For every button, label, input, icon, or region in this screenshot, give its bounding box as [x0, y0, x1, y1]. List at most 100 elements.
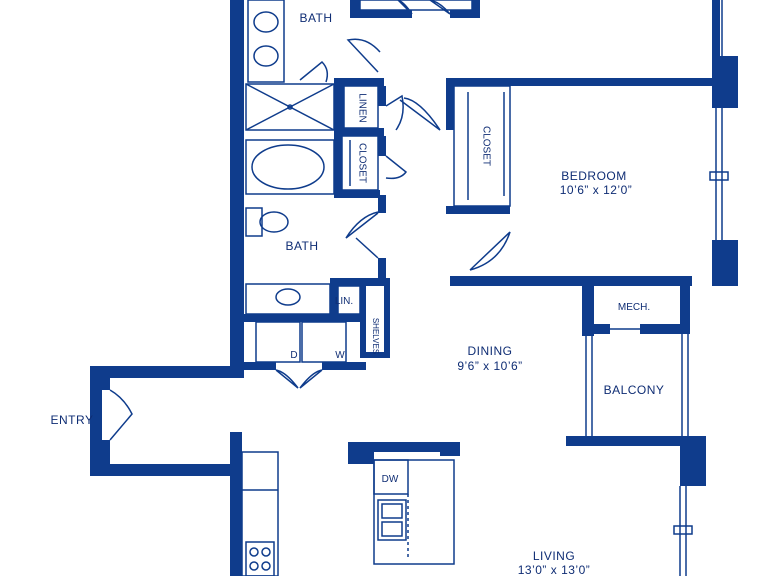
- wall-lin-top: [330, 278, 390, 286]
- wall-entry-jamb-top: [90, 366, 110, 390]
- label-lin: LIN.: [335, 296, 353, 307]
- label-balcony: BALCONY: [604, 383, 665, 397]
- label-bath-lower: BATH: [285, 239, 318, 253]
- label-bedroom: BEDROOM: [561, 169, 627, 183]
- wall-linen-jamb: [378, 86, 386, 106]
- closet-small-outline: [341, 135, 379, 191]
- wall-balcony-bottom-left: [566, 436, 602, 446]
- toilet-tank: [245, 207, 263, 237]
- wall-mech-left: [582, 284, 594, 336]
- wall-island-top-left: [348, 442, 374, 464]
- door-lower-bath: [345, 211, 379, 239]
- wall-bath-lower-jamb-top: [378, 195, 386, 213]
- top-closet-outline: [359, 0, 473, 11]
- door-linen: [385, 94, 404, 131]
- label-living: LIVING: [533, 549, 575, 563]
- wall-kitchen-left: [230, 432, 242, 576]
- linen-upper-outline: [343, 85, 379, 129]
- kitchen-sink-bowl-1: [381, 503, 403, 519]
- kitchen-sink: [377, 499, 407, 541]
- wall-top-closet-right: [472, 0, 480, 18]
- label-dryer: D: [290, 350, 297, 361]
- door-shower: [299, 60, 329, 83]
- burner-4: [261, 561, 271, 571]
- bathtub-basin: [251, 144, 325, 190]
- wall-linen-top: [334, 78, 384, 86]
- wall-linen-left: [334, 80, 344, 132]
- labels: BATH LINEN CLOSET CLOSET BEDROOM 10’6” x…: [51, 11, 665, 576]
- door-closet-small: [385, 155, 408, 180]
- dryer-box: [255, 321, 301, 363]
- wall-shelves-right: [384, 286, 390, 358]
- wall-entry-bottom: [90, 464, 240, 476]
- door-upper-bath: [346, 38, 381, 73]
- wall-balcony-bottom: [596, 436, 706, 446]
- doors: [109, 0, 511, 441]
- kitchen-island: [373, 459, 455, 565]
- kitchen-counter: [241, 451, 279, 576]
- upper-bath-vanity: [247, 0, 285, 83]
- wall-closet-jamb: [378, 136, 386, 156]
- closet-bedroom-outline: [453, 85, 511, 207]
- wall-bedroom-top: [446, 78, 720, 86]
- wall-closet-left: [334, 132, 342, 192]
- shower: [245, 83, 335, 131]
- lower-vanity: [245, 283, 331, 315]
- bathtub: [245, 139, 335, 195]
- wall-shelves-bottom: [360, 352, 390, 358]
- wall-top-closet-bottom-right: [450, 10, 480, 18]
- door-bedroom: [469, 231, 511, 271]
- label-bedroom-dims: 10’6” x 12’0”: [560, 183, 633, 197]
- wall-top-closet-left: [350, 0, 360, 18]
- burner-2: [261, 547, 271, 557]
- label-dining: DINING: [468, 344, 513, 358]
- lin-outline: [337, 285, 361, 315]
- door-laundry-right: [299, 369, 323, 389]
- wall-island-top: [348, 442, 460, 452]
- label-entry: ENTRY: [51, 413, 94, 427]
- fixtures: [241, 0, 729, 576]
- wall-bedroom-bottom: [450, 276, 692, 286]
- label-dishwasher: DW: [382, 474, 399, 485]
- wall-lin-left: [330, 278, 338, 314]
- burner-1: [249, 547, 259, 557]
- wall-top-closet-bottom-left: [350, 10, 412, 18]
- wall-entry-top: [90, 366, 240, 378]
- door-top-closet-1: [397, 0, 413, 15]
- wall-bedroom-left-upper: [446, 78, 454, 130]
- wall-closet-bedroom-bottom: [446, 206, 510, 214]
- wall-laundry-bottom-right: [322, 362, 366, 370]
- washer-box: [301, 321, 347, 363]
- window-mullion: [709, 171, 729, 181]
- kitchen-sink-bowl-2: [381, 521, 403, 537]
- label-living-dims: 13’0” x 13’0”: [518, 563, 591, 576]
- window-living-mullion: [673, 525, 693, 535]
- wall-laundry-top: [236, 314, 366, 322]
- label-washer: W: [335, 350, 345, 361]
- upper-sink-1: [253, 11, 279, 33]
- wall-laundry-bottom-left: [236, 362, 276, 370]
- label-dining-dims: 9’6” x 10’6”: [457, 359, 522, 373]
- door-entry: [109, 389, 133, 441]
- wall-right-column: [712, 56, 738, 108]
- wall-island-top-right: [440, 442, 460, 456]
- label-bath-upper: BATH: [299, 11, 332, 25]
- lower-sink: [275, 288, 301, 306]
- toilet-bowl: [259, 211, 289, 233]
- wall-mech-bottom-right: [640, 324, 690, 334]
- wall-right-column-lower: [712, 240, 738, 286]
- wall-entry-jamb-bottom: [90, 440, 110, 476]
- upper-sink-2: [253, 45, 279, 67]
- label-closet-small: CLOSET: [356, 143, 367, 183]
- label-mech: MECH.: [618, 302, 650, 313]
- label-closet-bedroom: CLOSET: [480, 126, 491, 166]
- walls: [90, 0, 738, 576]
- wall-linen-bottom: [334, 128, 384, 136]
- burner-3: [249, 561, 259, 571]
- door-top-closet-2: [429, 0, 451, 15]
- wall-mech-bottom-left: [582, 324, 610, 334]
- door-laundry-left: [275, 369, 299, 389]
- range: [245, 541, 275, 576]
- wall-right-column-living: [680, 436, 706, 486]
